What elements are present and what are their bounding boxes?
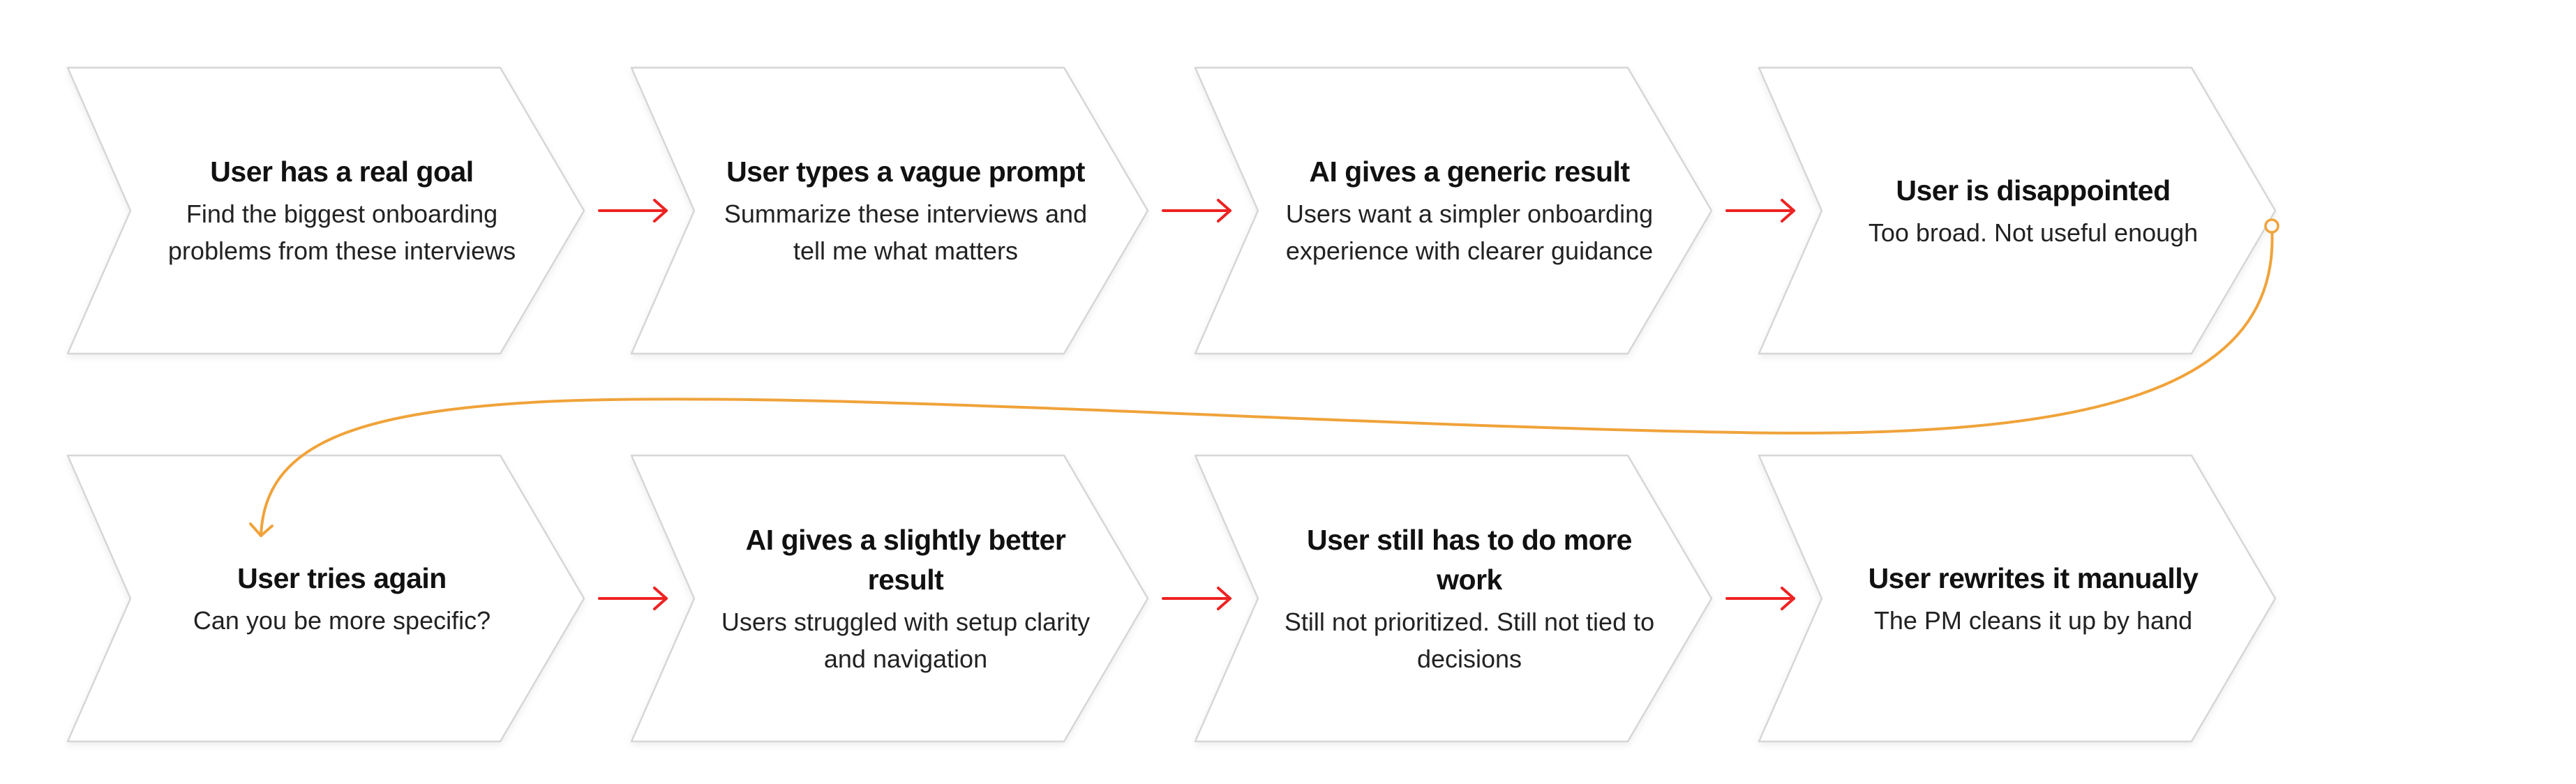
step-card-shape-ai-gives-a-slightly-better-result — [630, 454, 1149, 743]
step-description: Still not prioritized. Still not tied to… — [1284, 607, 1655, 673]
step-title: User rewrites it manually — [1868, 561, 2199, 594]
flow-arrow-icon — [1725, 587, 1795, 610]
step-card-shape-user-is-disappointed — [1758, 66, 2277, 355]
step-card-shape-user-has-a-real-goal — [66, 66, 585, 355]
step-description: Users struggled with setup clarity and n… — [721, 607, 1091, 673]
step-title: User tries again — [237, 561, 447, 594]
step-card-shape-user-still-has-to-do-more-work — [1194, 454, 1713, 743]
flow-arrow-icon — [598, 199, 668, 223]
step-description: Summarize these interviews and tell me w… — [724, 199, 1088, 265]
step-title: User has a real goal — [210, 156, 474, 188]
step-card-shape-ai-gives-a-generic-result — [1194, 66, 1713, 355]
flow-arrow-icon — [598, 587, 668, 610]
step-description: The PM cleans it up by hand — [1873, 605, 2193, 635]
step-description: Users want a simpler onboarding experien… — [1285, 199, 1654, 265]
step-title: User still has to do more work — [1307, 523, 1632, 596]
step-title: User types a vague prompt — [726, 156, 1085, 188]
step-card-shape-user-types-a-vague-prompt — [630, 66, 1149, 355]
step-card-shape-user-rewrites-it-manually — [1758, 454, 2277, 743]
step-description: Find the biggest onboarding problems fro… — [167, 199, 516, 265]
flow-arrow-icon — [1725, 199, 1795, 223]
step-description: Too broad. Not useful enough — [1868, 218, 2199, 247]
step-card-shape-user-tries-again — [66, 454, 585, 743]
step-title: AI gives a slightly better result — [745, 523, 1066, 596]
flow-arrow-icon — [1162, 199, 1231, 223]
step-title: AI gives a generic result — [1309, 156, 1630, 188]
flow-arrow-icon — [1162, 587, 1231, 610]
step-title: User is disappointed — [1896, 174, 2171, 206]
step-description: Can you be more specific? — [193, 605, 491, 635]
loop-back-arrow-icon — [249, 218, 2279, 537]
